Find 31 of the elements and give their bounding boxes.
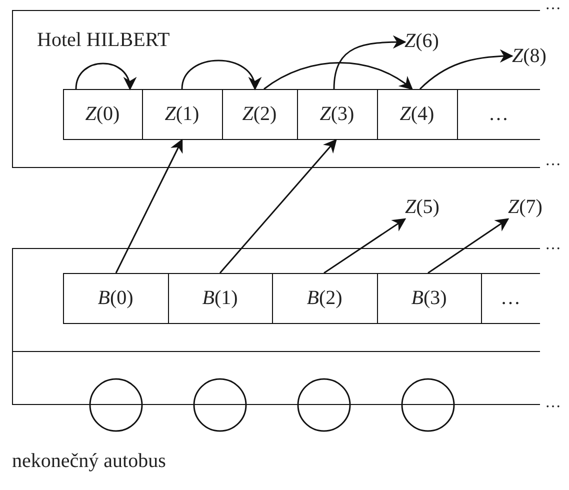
continuation-dots: … [545,236,561,254]
seat-cell: B(3) [376,272,480,324]
continuation-dots: … [545,0,561,14]
room-cell: … [456,88,540,140]
hotel-title: Hotel HILBERT [37,29,170,52]
seat-cell: B(0) [62,272,168,324]
room-cell: Z(2) [222,88,296,140]
arrow [115,138,183,274]
continuation-dots: … [545,152,561,170]
arrow [219,138,337,274]
room-cell: Z(4) [376,88,456,140]
room-label: Z(8) [512,42,568,70]
arrow [324,218,406,274]
arrow [428,218,510,274]
seat-cell: B(2) [272,272,376,324]
room-cell: Z(0) [62,88,142,140]
seat-cell: B(1) [168,272,272,324]
continuation-dots: … [545,394,561,412]
arrow [419,49,514,90]
bus-outline [12,248,540,405]
room-cell: Z(1) [142,88,222,140]
arrow [75,62,136,90]
room-label: Z(5) [405,193,457,221]
room-label: Z(6) [404,28,456,56]
seat-cell: … [480,272,540,324]
arrow [333,35,406,90]
room-cell: Z(3) [296,88,376,140]
arrow [264,62,414,90]
arrow [181,60,260,90]
bus-caption: nekonečný autobus [12,450,166,473]
room-label: Z(7) [508,193,564,221]
